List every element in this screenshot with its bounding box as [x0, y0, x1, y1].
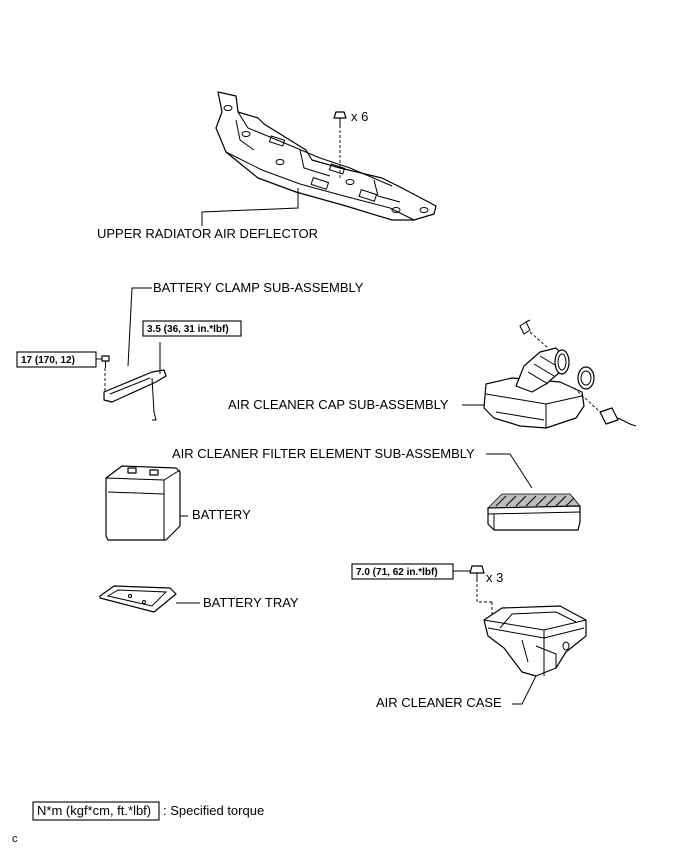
torque-legend: N*m (kgf*cm, ft.*lbf) : Specified torque	[32, 801, 264, 821]
air-cleaner-filter-element	[487, 493, 581, 531]
case-bolt-icon	[469, 565, 485, 582]
upper-radiator-air-deflector	[215, 91, 437, 221]
clamp-bolt-icon	[101, 355, 110, 368]
torque-value-case-bolt: 7.0 (71, 62 in.*lbf)	[356, 567, 438, 578]
torque-value-clamp-bolt: 17 (170, 12)	[21, 355, 75, 366]
clip-icon	[333, 111, 347, 128]
label-battery-clamp: BATTERY CLAMP SUB-ASSEMBLY	[153, 280, 364, 295]
battery-clamp-sub-assembly	[103, 342, 167, 421]
torque-box-clamp-bolt: 17 (170, 12)	[16, 351, 97, 368]
corner-mark: c	[12, 833, 18, 845]
label-air-cleaner-cap: AIR CLEANER CAP SUB-ASSEMBLY	[228, 397, 449, 412]
air-cleaner-cap-sub-assembly	[483, 319, 637, 429]
legend-description: : Specified torque	[163, 803, 264, 818]
label-battery: BATTERY	[192, 507, 251, 522]
deflector-clip-quantity: x 6	[351, 109, 368, 124]
label-air-cleaner-filter: AIR CLEANER FILTER ELEMENT SUB-ASSEMBLY	[172, 446, 475, 461]
air-cleaner-case	[483, 605, 587, 677]
battery	[105, 465, 181, 541]
torque-box-clamp-rod: 3.5 (36, 31 in.*lbf)	[142, 320, 242, 337]
label-battery-tray: BATTERY TRAY	[203, 595, 299, 610]
torque-value-clamp-rod: 3.5 (36, 31 in.*lbf)	[147, 324, 229, 335]
label-air-cleaner-case: AIR CLEANER CASE	[376, 695, 502, 710]
torque-box-case-bolt: 7.0 (71, 62 in.*lbf)	[351, 563, 454, 580]
battery-tray	[99, 585, 177, 613]
label-upper-radiator-air-deflector: UPPER RADIATOR AIR DEFLECTOR	[97, 226, 318, 241]
legend-unit-box: N*m (kgf*cm, ft.*lbf)	[37, 803, 151, 818]
case-bolt-quantity: x 3	[486, 570, 503, 585]
